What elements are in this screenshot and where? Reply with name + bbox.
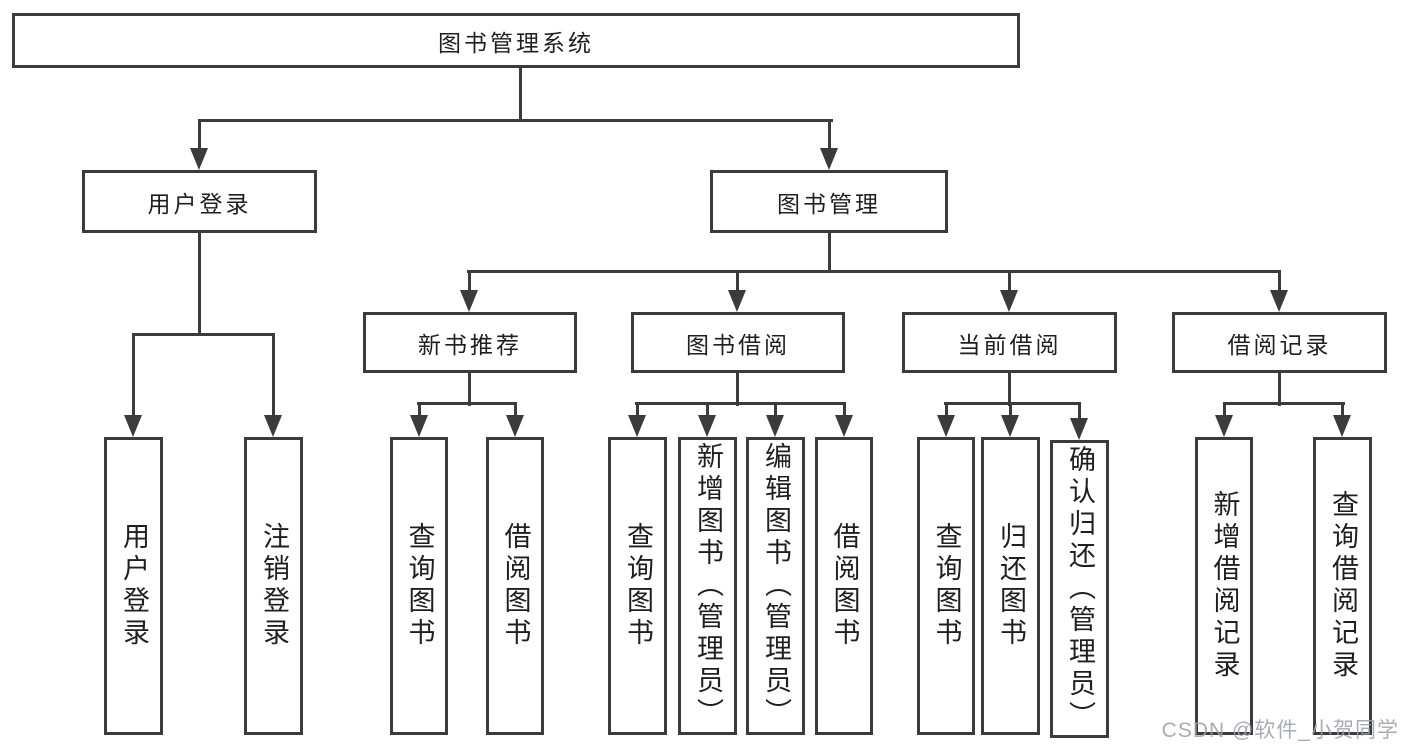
node-leaf-borrow-books-recommend: 借阅图书 xyxy=(486,437,544,735)
arrow-down-icon xyxy=(835,415,853,437)
connector-line xyxy=(1008,270,1011,292)
node-leaf-confirm-return-admin: 确认归还（管理员） xyxy=(1050,440,1109,738)
connector-line xyxy=(1009,402,1012,417)
connector-line xyxy=(467,270,1280,273)
connector-line xyxy=(132,333,135,417)
node-leaf-query-books-recommend: 查询图书 xyxy=(390,437,448,735)
connector-line xyxy=(774,402,777,417)
connector-line xyxy=(1278,270,1281,292)
node-library-management-system-label: 图书管理系统 xyxy=(438,29,594,56)
connector-line xyxy=(519,66,522,120)
node-book-management: 图书管理 xyxy=(710,170,948,233)
arrow-down-icon xyxy=(820,148,838,170)
node-leaf-edit-book-admin: 编辑图书（管理员） xyxy=(746,437,805,735)
node-leaf-borrow-books-borrowing: 借阅图书 xyxy=(815,437,873,735)
node-book-borrowing: 图书借阅 xyxy=(631,312,845,373)
connector-line xyxy=(199,119,833,122)
connector-line xyxy=(272,333,275,417)
arrow-down-icon xyxy=(1270,290,1288,312)
node-leaf-add-book-admin-label: 新增图书（管理员） xyxy=(693,442,723,730)
node-leaf-query-books-borrowing-label: 查询图书 xyxy=(623,522,653,650)
node-leaf-borrow-books-borrowing-label: 借阅图书 xyxy=(829,522,860,650)
connector-line xyxy=(828,231,831,272)
node-leaf-add-borrow-record: 新增借阅记录 xyxy=(1195,437,1253,735)
node-new-book-recommend-label: 新书推荐 xyxy=(418,331,522,358)
connector-line xyxy=(843,402,846,417)
node-borrowing-records: 借阅记录 xyxy=(1172,312,1387,373)
arrow-down-icon xyxy=(410,415,428,437)
arrow-down-icon xyxy=(506,415,524,437)
node-leaf-query-books-recommend-label: 查询图书 xyxy=(404,522,435,650)
connector-line xyxy=(198,119,201,151)
arrow-down-icon xyxy=(460,290,478,312)
connector-line xyxy=(828,119,831,151)
node-leaf-query-borrow-record: 查询借阅记录 xyxy=(1313,437,1372,735)
node-leaf-query-books-current-label: 查询图书 xyxy=(931,522,962,650)
connector-line xyxy=(417,402,517,405)
node-leaf-user-login: 用户登录 xyxy=(104,437,163,735)
node-current-borrowing-label: 当前借阅 xyxy=(957,331,1062,358)
connector-line xyxy=(468,270,471,292)
connector-line xyxy=(1341,402,1344,417)
node-leaf-logout-label: 注销登录 xyxy=(259,522,289,650)
arrow-down-icon xyxy=(766,415,784,437)
connector-line xyxy=(945,402,948,417)
node-leaf-edit-book-admin-label: 编辑图书（管理员） xyxy=(761,442,791,730)
node-leaf-return-book-label: 归还图书 xyxy=(996,522,1026,650)
node-library-management-system: 图书管理系统 xyxy=(12,13,1020,68)
connector-line xyxy=(1223,402,1226,417)
arrow-down-icon xyxy=(937,415,955,437)
arrow-down-icon xyxy=(1001,415,1019,437)
connector-line xyxy=(736,371,739,406)
connector-line xyxy=(198,231,201,335)
connector-line xyxy=(1078,402,1081,420)
arrow-down-icon xyxy=(1215,415,1233,437)
node-leaf-add-borrow-record-label: 新增借阅记录 xyxy=(1209,490,1240,682)
arrow-down-icon xyxy=(628,415,646,437)
node-leaf-return-book: 归还图书 xyxy=(981,437,1040,735)
arrow-down-icon xyxy=(728,290,746,312)
connector-line xyxy=(706,402,709,417)
connector-line xyxy=(736,270,739,292)
arrow-down-icon xyxy=(1070,418,1088,440)
connector-line xyxy=(1223,402,1345,405)
node-user-login: 用户登录 xyxy=(82,170,317,233)
node-new-book-recommend: 新书推荐 xyxy=(363,312,577,373)
node-user-login-label: 用户登录 xyxy=(147,190,252,217)
connector-line xyxy=(944,402,1081,405)
connector-line xyxy=(1008,371,1011,406)
arrow-down-icon xyxy=(264,415,282,437)
connector-line xyxy=(1278,371,1281,406)
node-leaf-query-borrow-record-label: 查询借阅记录 xyxy=(1328,490,1358,682)
node-leaf-borrow-books-recommend-label: 借阅图书 xyxy=(500,522,531,650)
connector-line xyxy=(636,402,639,417)
arrow-down-icon xyxy=(698,415,716,437)
arrow-down-icon xyxy=(1000,290,1018,312)
node-book-borrowing-label: 图书借阅 xyxy=(686,331,790,358)
arrow-down-icon xyxy=(190,148,208,170)
node-leaf-user-login-label: 用户登录 xyxy=(119,522,149,650)
connector-line xyxy=(418,402,421,417)
connector-line xyxy=(468,371,471,406)
node-leaf-add-book-admin: 新增图书（管理员） xyxy=(678,437,737,735)
node-leaf-confirm-return-admin-label: 确认归还（管理员） xyxy=(1065,445,1095,733)
connector-line xyxy=(635,402,846,405)
node-leaf-logout: 注销登录 xyxy=(244,437,303,735)
node-book-management-label: 图书管理 xyxy=(777,190,881,217)
node-leaf-query-books-current: 查询图书 xyxy=(917,437,975,735)
watermark: CSDN @软件_小贺同学 xyxy=(1161,719,1399,742)
node-leaf-query-books-borrowing: 查询图书 xyxy=(608,437,667,735)
connector-line xyxy=(514,402,517,417)
connector-line xyxy=(132,333,275,336)
node-current-borrowing: 当前借阅 xyxy=(902,312,1117,373)
arrow-down-icon xyxy=(1333,415,1351,437)
node-borrowing-records-label: 借阅记录 xyxy=(1227,331,1332,358)
arrow-down-icon xyxy=(124,415,142,437)
